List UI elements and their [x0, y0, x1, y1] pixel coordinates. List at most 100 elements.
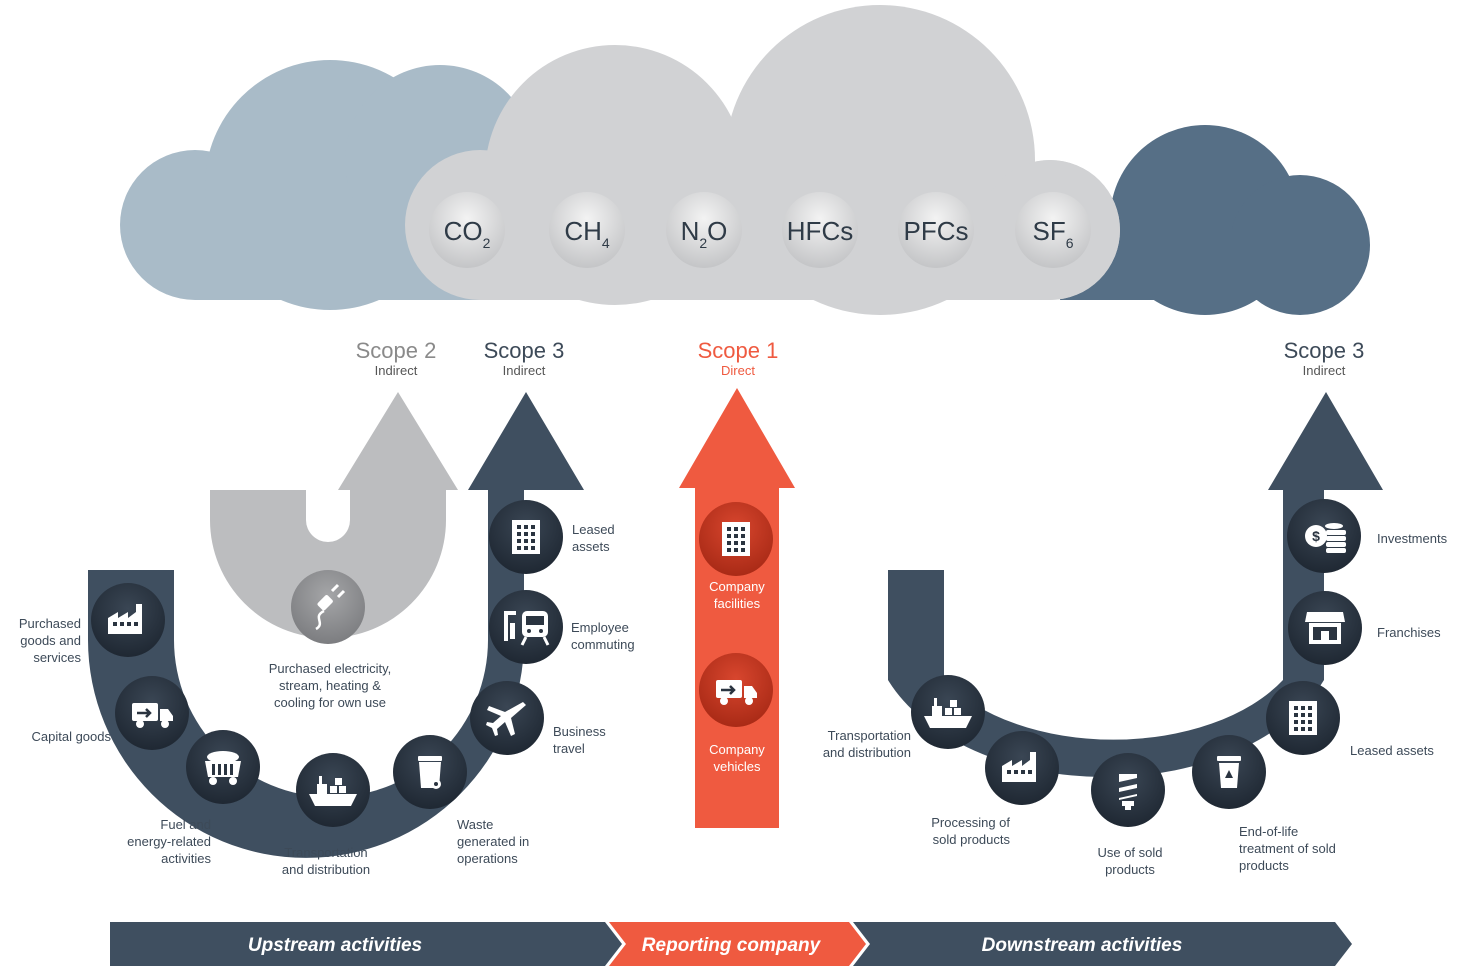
scope2-title: Scope 2 [355, 338, 437, 363]
scope3-upstream-title: Scope 3 [483, 338, 565, 363]
reporting-label: Reporting company [642, 935, 822, 956]
label-company-vehicles: Company vehicles [709, 742, 765, 774]
downstream-label: Downstream activities [982, 935, 1183, 956]
icon-badge [699, 502, 773, 576]
reporting-segment [609, 922, 866, 966]
factory-icon [1002, 752, 1036, 782]
label-end-of-life: End-of-life treatment of sold products [1239, 824, 1336, 873]
upstream-segment [110, 922, 622, 966]
gas-label: HFCs [787, 216, 853, 246]
label-waste: Waste generated in operations [457, 817, 530, 866]
building-icon [722, 522, 750, 556]
label-fuel-energy: Fuel and energy-related activities [127, 817, 211, 866]
icon-badge [489, 500, 563, 574]
storefront-icon [1305, 612, 1345, 644]
icon-badge [489, 590, 563, 664]
bottom-bar: Upstream activities Reporting company Do… [110, 922, 1352, 966]
scope2-heading: Scope 2 Indirect [326, 338, 466, 378]
scope1-heading: Scope 1 Direct [668, 338, 808, 378]
power-plug-icon [315, 583, 346, 631]
scope2-arrow [210, 392, 458, 638]
upstream-label: Upstream activities [248, 935, 422, 956]
gas-circle [666, 192, 742, 268]
gas-circle [898, 192, 974, 268]
scope3-downstream-heading: Scope 3 Indirect [1254, 338, 1394, 378]
scope3-upstream-subtitle: Indirect [502, 363, 546, 378]
gas-bubble: SF6 [1015, 192, 1091, 268]
icon-badge: $ [1287, 499, 1361, 573]
icon-badge [296, 753, 370, 827]
label-upstream-transport: Transportation and distribution [281, 845, 371, 877]
svg-text:$: $ [1312, 528, 1320, 544]
scope3-upstream-heading: Scope 3 Indirect [454, 338, 594, 378]
coins-icon: $ [1305, 523, 1346, 553]
icon-badge [186, 730, 260, 804]
light-bulb-icon [1119, 774, 1137, 810]
icon-badge [911, 675, 985, 749]
scope1-title: Scope 1 [697, 338, 779, 363]
gas-circle [429, 192, 505, 268]
icon-badge [91, 583, 165, 657]
gas-label: SF6 [1032, 216, 1073, 251]
gas-label: N2O [681, 216, 728, 251]
icon-badge [985, 731, 1059, 805]
icon-badge [393, 735, 467, 809]
label-purchased-goods: Purchased goods and services [18, 616, 81, 665]
upstream-scope3-arrow [88, 392, 584, 858]
gas-bubble: PFCs [898, 192, 974, 268]
gas-bubble: CH4 [549, 192, 625, 268]
gas-bubble: N2O [666, 192, 742, 268]
delivery-truck-icon [716, 680, 757, 705]
label-downstream-transport: Transportation and distribution [822, 728, 911, 760]
gas-circle [549, 192, 625, 268]
gas-label: CH4 [564, 216, 610, 251]
icon-badge [1192, 735, 1266, 809]
cargo-ship-icon [924, 698, 972, 728]
icon-circles: $ [91, 499, 1362, 827]
label-employee-commuting: Employee commuting [571, 620, 635, 652]
label-investments: Investments [1377, 531, 1448, 546]
gas-label: CO2 [444, 216, 491, 251]
label-franchises: Franchises [1377, 625, 1441, 640]
label-company-facilities: Company facilities [709, 579, 765, 611]
gas-bubbles: CO2 CH4 N2O HFCs PFCs SF6 [429, 192, 1091, 268]
icon-badge [470, 681, 544, 755]
icon-badge [1288, 591, 1362, 665]
cloud-left [120, 60, 535, 310]
factory-icon [108, 604, 142, 634]
building-icon [512, 520, 540, 554]
label-upstream-leased-assets: Leased assets [572, 522, 615, 554]
label-processing-sold: Processing of sold products [931, 815, 1010, 847]
icon-badge [115, 676, 189, 750]
coal-cart-icon [205, 751, 241, 785]
scope3-downstream-title: Scope 3 [1283, 338, 1365, 363]
gas-bubble: HFCs [782, 192, 858, 268]
icon-badge [1091, 753, 1165, 827]
cloud-right [1060, 125, 1370, 315]
label-downstream-leased-assets: Leased assets [1350, 743, 1434, 758]
gas-bubble: CO2 [429, 192, 505, 268]
cloud-center [405, 5, 1120, 315]
gas-circle [782, 192, 858, 268]
icon-badge [291, 570, 365, 644]
gas-circle [1015, 192, 1091, 268]
label-capital-goods: Capital goods [31, 729, 112, 744]
trash-bin-icon [418, 756, 442, 789]
delivery-truck-icon [132, 703, 173, 728]
cargo-ship-icon [309, 776, 357, 806]
icon-badge [699, 653, 773, 727]
label-purchased-electricity: Purchased electricity, stream, heating &… [268, 661, 392, 710]
scope3-downstream-subtitle: Indirect [1302, 363, 1346, 378]
scope1-subtitle: Direct [721, 363, 755, 378]
downstream-scope3-arrow [888, 392, 1383, 778]
airplane-icon [486, 702, 526, 736]
label-use-of-sold: Use of sold products [1097, 845, 1163, 877]
recycle-bin-icon [1217, 756, 1241, 788]
train-icon [504, 611, 550, 646]
downstream-segment [853, 922, 1352, 966]
icon-badge [1266, 681, 1340, 755]
label-business-travel: Business travel [553, 724, 606, 756]
gas-label: PFCs [904, 216, 969, 246]
scope2-subtitle: Indirect [374, 363, 418, 378]
